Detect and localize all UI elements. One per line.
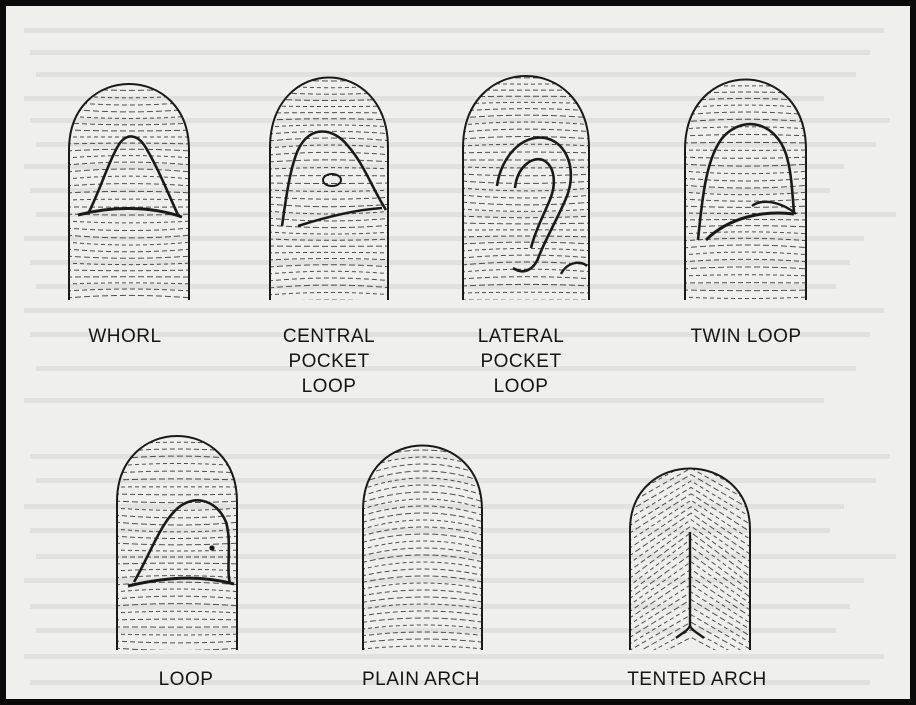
loop-figure bbox=[114, 418, 241, 658]
whorl-delta-line bbox=[78, 208, 182, 217]
central-pocket-loop-fingertip-drawing bbox=[268, 58, 393, 308]
loop-fingertip-drawing bbox=[114, 418, 241, 658]
central-pocket-loop-figure bbox=[268, 58, 393, 308]
plain-arch-fingertip-drawing bbox=[361, 430, 486, 658]
whorl-label: WHORL bbox=[50, 324, 200, 349]
lateral-pocket-loop-fingertip-drawing bbox=[461, 56, 593, 308]
whorl-core-ridge bbox=[88, 136, 178, 215]
loop-label: LOOP bbox=[116, 667, 256, 692]
whorl-figure bbox=[66, 68, 192, 308]
lateral-pocket-loop-label: LATERAL POCKET LOOP bbox=[446, 324, 596, 399]
tented-arch-fingertip-drawing bbox=[628, 452, 754, 658]
loop-core-dot bbox=[209, 545, 214, 550]
plain-arch-figure bbox=[361, 430, 486, 658]
central-pocket-loop-delta-line bbox=[298, 208, 382, 226]
twin-loop-fingertip-drawing bbox=[682, 60, 810, 308]
twin-loop-figure bbox=[682, 60, 810, 308]
twin-loop-delta-line bbox=[706, 213, 794, 240]
central-pocket-loop-label: CENTRAL POCKET LOOP bbox=[254, 324, 404, 399]
loop-ridges bbox=[114, 423, 241, 658]
lateral-pocket-loop-figure bbox=[461, 56, 593, 308]
tented-arch-base bbox=[676, 626, 704, 638]
whorl-ridges bbox=[66, 74, 192, 305]
twin-loop-first-ridge bbox=[698, 124, 794, 240]
loop-recurving-ridge bbox=[134, 500, 230, 584]
loop-outline bbox=[117, 436, 237, 650]
plain-arch-label: PLAIN ARCH bbox=[336, 667, 506, 692]
twin-loop-label: TWIN LOOP bbox=[656, 324, 836, 349]
plain-arch-ridges bbox=[361, 436, 486, 656]
tented-arch-label: TENTED ARCH bbox=[602, 667, 792, 692]
tented-arch-figure bbox=[628, 452, 754, 658]
whorl-fingertip-drawing bbox=[66, 68, 192, 308]
lateral-pocket-loop-delta-ridge bbox=[561, 263, 587, 274]
